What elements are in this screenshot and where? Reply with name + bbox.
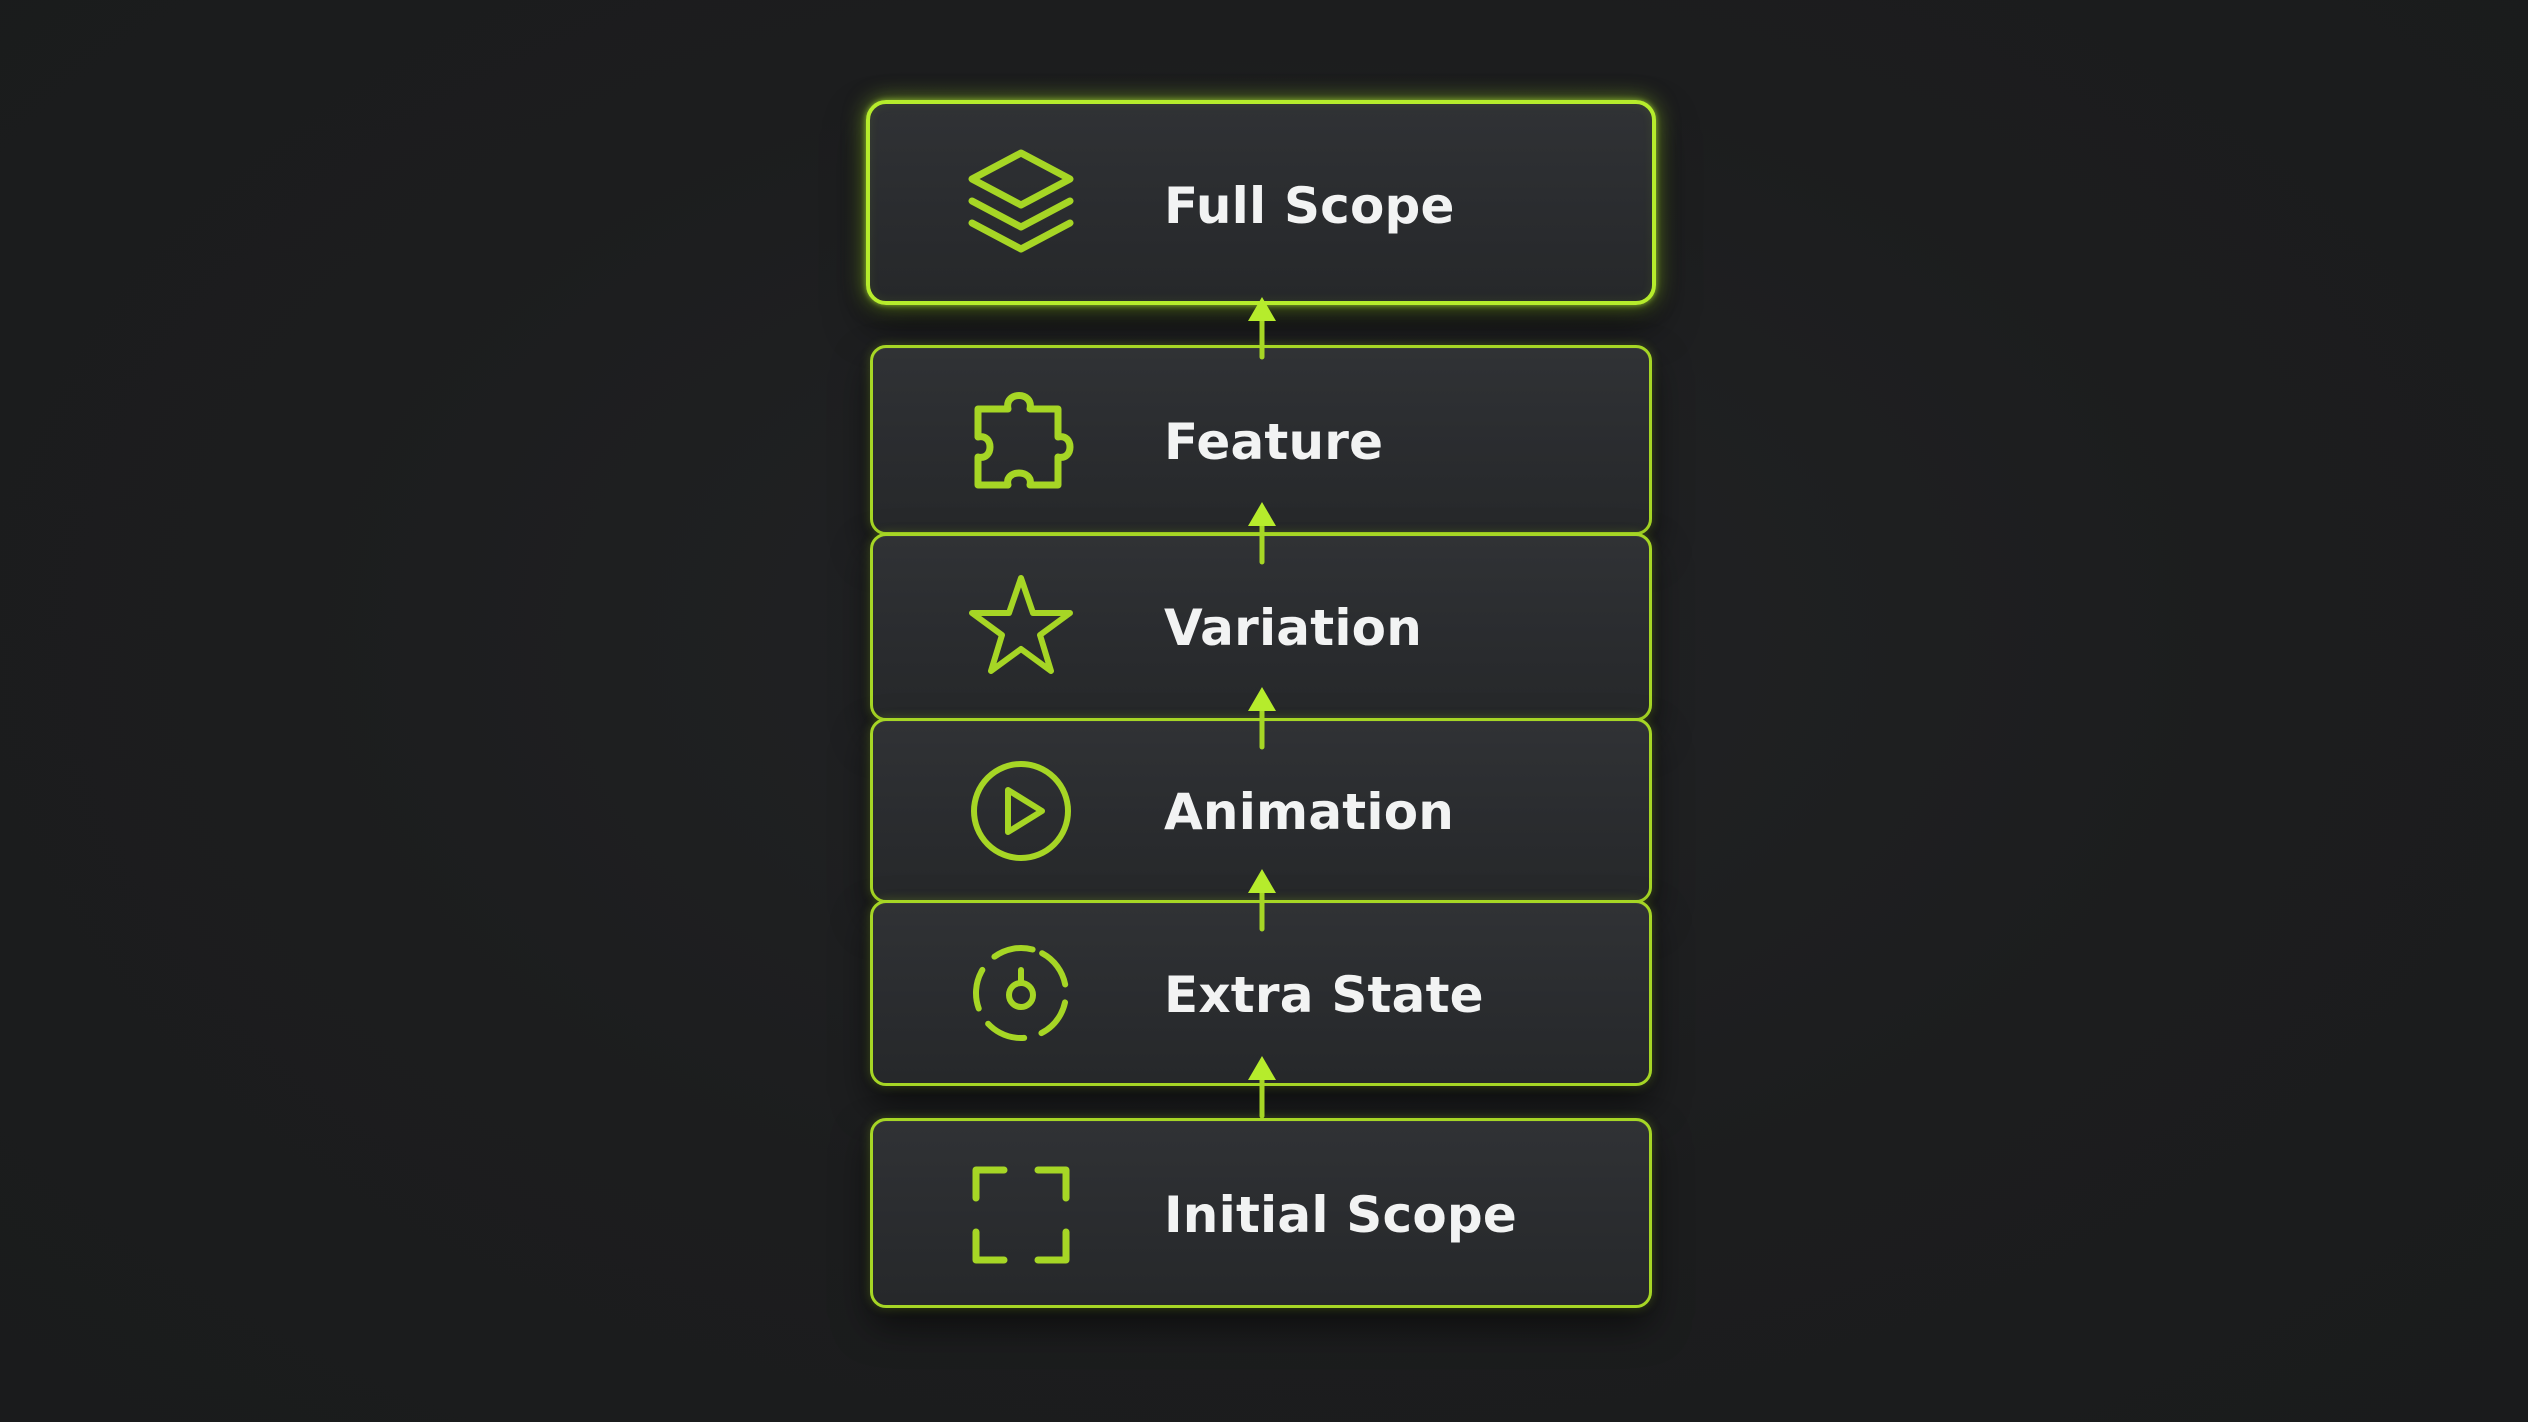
connector-arrow [1242, 865, 1282, 935]
layer-card-full-scope [866, 100, 1656, 305]
dashed-ring-icon [966, 938, 1076, 1048]
layer-label-feature: Feature [1164, 413, 1384, 471]
star-icon [966, 573, 1076, 683]
connector-arrow [1242, 498, 1282, 568]
puzzle-icon [966, 387, 1076, 497]
connector-arrow [1242, 683, 1282, 753]
layers-icon [966, 147, 1076, 257]
layer-label-full-scope: Full Scope [1164, 177, 1455, 235]
play-circle-icon [966, 756, 1076, 866]
layer-card-initial-scope [870, 1118, 1652, 1308]
connector-arrow [1242, 293, 1282, 363]
connector-arrow [1242, 1052, 1282, 1122]
layer-label-animation: Animation [1164, 783, 1455, 841]
layer-label-extra-state: Extra State [1164, 966, 1484, 1024]
frame-corners-icon [966, 1160, 1076, 1270]
layer-label-variation: Variation [1164, 599, 1423, 657]
layer-label-initial-scope: Initial Scope [1164, 1186, 1517, 1244]
